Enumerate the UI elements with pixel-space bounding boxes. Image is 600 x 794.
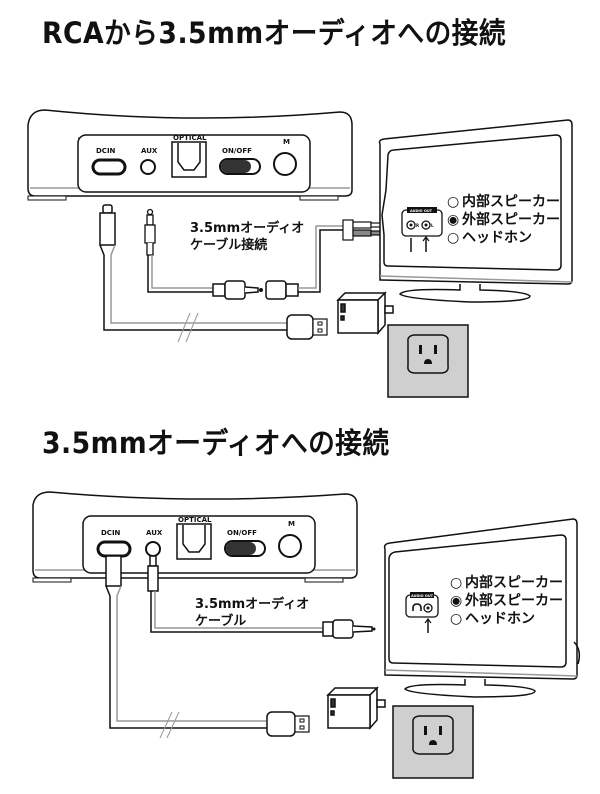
power-switch-label: ON/OFF: [222, 147, 252, 155]
power-switch-icon: [224, 540, 266, 557]
usb-plug-icon: [286, 314, 328, 340]
aux-connection-diagram: DCIN AUX OPTICAL ON/OFF M: [32, 491, 581, 779]
option-radio-icon[interactable]: ○: [447, 230, 459, 246]
headphone-icon: [412, 603, 422, 611]
tv-audio-options: ○ 内部スピーカー ◉ 外部スピーカー ○ ヘッドホン: [447, 193, 560, 246]
option-radio-icon[interactable]: ○: [450, 611, 462, 627]
option-radio-selected-icon[interactable]: ◉: [450, 593, 462, 609]
option-internal-speaker[interactable]: 内部スピーカー: [465, 574, 563, 591]
aux-35mm-plug: [144, 208, 156, 256]
audio-out-label: AUDIO OUT: [411, 594, 434, 598]
tv-audio-out-panel: AUDIO OUT R L: [401, 207, 443, 252]
aux-port-icon: [140, 159, 156, 175]
usb-power-cable: [99, 204, 290, 343]
option-external-speaker[interactable]: 外部スピーカー: [465, 592, 563, 609]
option-external-speaker[interactable]: 外部スピーカー: [462, 211, 560, 228]
optical-port-icon: [176, 523, 212, 560]
m-button-label: M: [283, 138, 290, 146]
option-radio-icon[interactable]: ○: [447, 194, 459, 210]
jack-l-label: L: [431, 223, 434, 228]
dcin-port-label: DCIN: [96, 147, 116, 155]
power-switch-label: ON/OFF: [227, 529, 257, 537]
dcin-port-icon: [91, 158, 127, 176]
m-button-label: M: [288, 520, 295, 528]
m-button-icon: [273, 152, 297, 176]
aux-port-icon: [145, 541, 161, 557]
optical-port-label: OPTICAL: [178, 516, 212, 524]
dcin-port-icon: [96, 540, 132, 558]
tv-audio-options: ○ 内部スピーカー ◉ 外部スピーカー ○ ヘッドホン: [450, 574, 563, 627]
optical-port-label: OPTICAL: [173, 134, 207, 142]
section-title-rca: RCAから3.5mmオーディオへの接続: [42, 16, 506, 50]
aux-port-label: AUX: [141, 147, 158, 155]
cable-caption-line1: 3.5mmオーディオ: [190, 220, 304, 236]
dcin-port-label: DCIN: [101, 529, 121, 537]
option-radio-icon[interactable]: ○: [450, 575, 462, 591]
cable-caption-line1: 3.5mmオーディオ: [195, 596, 309, 612]
power-adapter-icon: [326, 686, 386, 730]
usb-power-cable: [105, 555, 270, 739]
power-adapter-icon: [336, 291, 394, 335]
aux-port-label: AUX: [146, 529, 163, 537]
section-title-35mm: 3.5mmオーディオへの接続: [42, 426, 390, 460]
m-button-icon: [278, 534, 302, 558]
option-headphones[interactable]: ヘッドホン: [462, 230, 532, 246]
option-headphones[interactable]: ヘッドホン: [465, 611, 535, 627]
option-radio-selected-icon[interactable]: ◉: [447, 212, 459, 228]
power-switch-icon: [219, 158, 261, 175]
jack-r-label: R: [416, 223, 419, 228]
rca-connection-diagram: DCIN AUX OPTICAL ON/OFF M: [27, 109, 573, 398]
aux-rca-cable: [147, 225, 345, 300]
optical-port-icon: [171, 141, 207, 178]
aux-35mm-cable: [147, 555, 376, 639]
audio-out-label: AUDIO OUT: [410, 209, 433, 213]
television: [378, 119, 573, 303]
wall-outlet-icon: [387, 324, 469, 398]
wall-outlet-icon: [392, 705, 474, 779]
cable-caption-line2: ケーブル接続: [190, 237, 267, 253]
rca-plugs-icon: [342, 219, 382, 241]
tv-audio-out-panel: AUDIO OUT: [405, 592, 439, 633]
television: [383, 518, 581, 698]
option-internal-speaker[interactable]: 内部スピーカー: [462, 193, 560, 210]
cable-caption-line2: ケーブル: [195, 613, 246, 629]
usb-plug-icon: [266, 711, 310, 737]
